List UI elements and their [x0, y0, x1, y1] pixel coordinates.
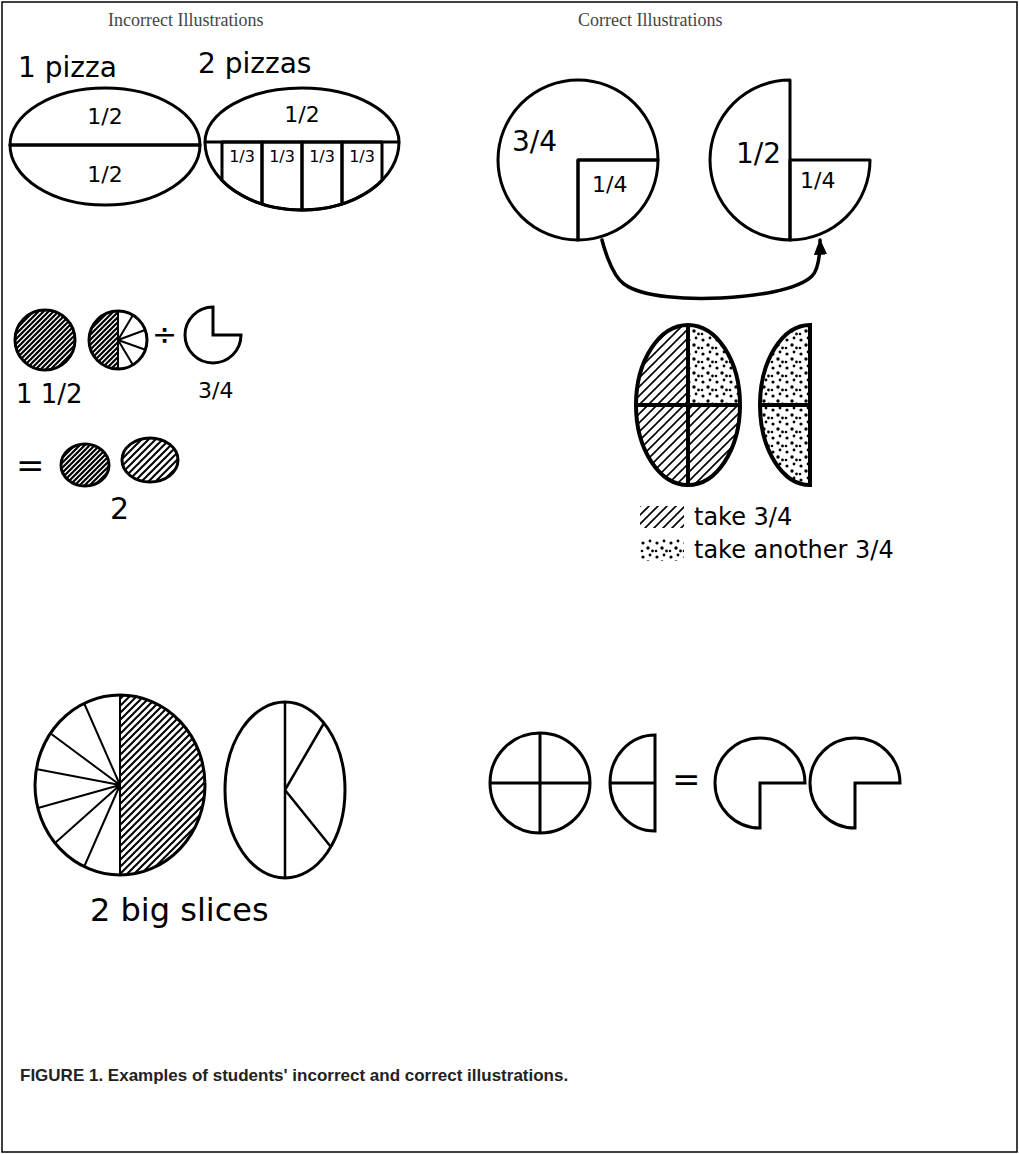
pizza-outline [490, 733, 590, 833]
pizza-outline [225, 702, 345, 878]
legend-text: take another 3/4 [694, 536, 894, 564]
legend-entry: take another 3/4 [640, 533, 894, 566]
pizza-outline [262, 142, 302, 210]
legend-entry: take 3/4 [640, 500, 894, 533]
shaded-half [120, 695, 205, 875]
quarter-slice: 1/4 [578, 160, 658, 240]
legend-text: take 3/4 [694, 503, 792, 531]
pizza-half: 1/2 [205, 88, 399, 142]
pizza-outline [710, 80, 790, 240]
three-quarter-pizza [715, 738, 805, 828]
legend-swatch [640, 539, 684, 561]
column-heading: Correct Illustrations [578, 10, 722, 31]
legend-sample [640, 506, 684, 528]
half-pizza: 1/2 [710, 80, 790, 240]
pizza-outline [35, 695, 205, 875]
slice-lines [118, 311, 146, 369]
pizza-outline [222, 142, 262, 204]
equals-sign: = [16, 446, 45, 485]
pizza-outline [10, 88, 200, 145]
quarter-lines [760, 403, 810, 407]
pizza-strip: 1/3 [302, 142, 342, 210]
pizza-strip: 1/3 [262, 142, 302, 210]
pizza-outline [790, 160, 870, 240]
legend: take 3/4 take another 3/4 [640, 500, 894, 566]
fraction-label: 1/4 [592, 172, 627, 197]
division-sign: ÷ [152, 318, 177, 353]
shaded-pizza [122, 438, 178, 482]
shaded-half [89, 311, 118, 369]
note-text: 2 big slices [90, 892, 269, 929]
slice-lines [36, 695, 120, 875]
fraction-label: 3/4 [198, 378, 233, 403]
pizza-half: 1/2 [10, 88, 200, 145]
slice-lines [285, 702, 331, 878]
pizza-count: 1 pizza [18, 52, 117, 84]
shaded-pizza [15, 310, 75, 370]
figure-caption: FIGURE 1. Examples of students' incorrec… [20, 1066, 568, 1086]
mixed-number: 1 1/2 [16, 380, 83, 410]
legend-sample [640, 539, 684, 561]
pizza-outline [578, 160, 658, 240]
three-quarter-pizza: 3/4 1/4 [498, 80, 658, 240]
three-quarter-pizza [810, 738, 900, 828]
fraction-label: 1/2 [87, 104, 122, 129]
result-number: 2 [110, 492, 129, 527]
half-pizza [610, 735, 655, 831]
legend-swatch [640, 506, 684, 528]
pizza-half: 1/2 [10, 145, 200, 205]
quarter-lines [636, 325, 740, 485]
three-quarter-pizza [185, 307, 241, 363]
shaded-pizza [61, 444, 109, 486]
fraction-label: 1/2 [736, 138, 781, 170]
fraction-label: 3/4 [512, 126, 557, 158]
pizza-strip: 1/3 [222, 142, 262, 204]
pizza-outline [89, 311, 147, 369]
pizza-outline [342, 142, 382, 204]
pizza-count: 2 pizzas [198, 48, 311, 80]
fraction-label: 1/4 [800, 168, 835, 193]
pizza-strip: 1/3 [342, 142, 382, 204]
half-pizza [760, 325, 810, 485]
pizza-outline [636, 325, 740, 485]
quarter-lines [490, 733, 590, 833]
curved-arrow [602, 240, 820, 298]
column-heading: Incorrect Illustrations [108, 10, 263, 31]
quarter-slice: 1/4 [790, 160, 870, 240]
fraction-label: 1/3 [269, 148, 295, 166]
fraction-label: 1/2 [284, 102, 319, 127]
pizza-outline [302, 142, 342, 210]
pizza-outline [498, 80, 658, 240]
fraction-label: 1/2 [87, 162, 122, 187]
pizza-outline [10, 145, 200, 205]
pizza-outline [205, 88, 399, 142]
fraction-label: 1/3 [349, 148, 375, 166]
fraction-label: 1/3 [229, 148, 255, 166]
equals-sign: = [672, 760, 701, 799]
fraction-label: 1/3 [309, 148, 335, 166]
pizza-outline [205, 142, 399, 210]
